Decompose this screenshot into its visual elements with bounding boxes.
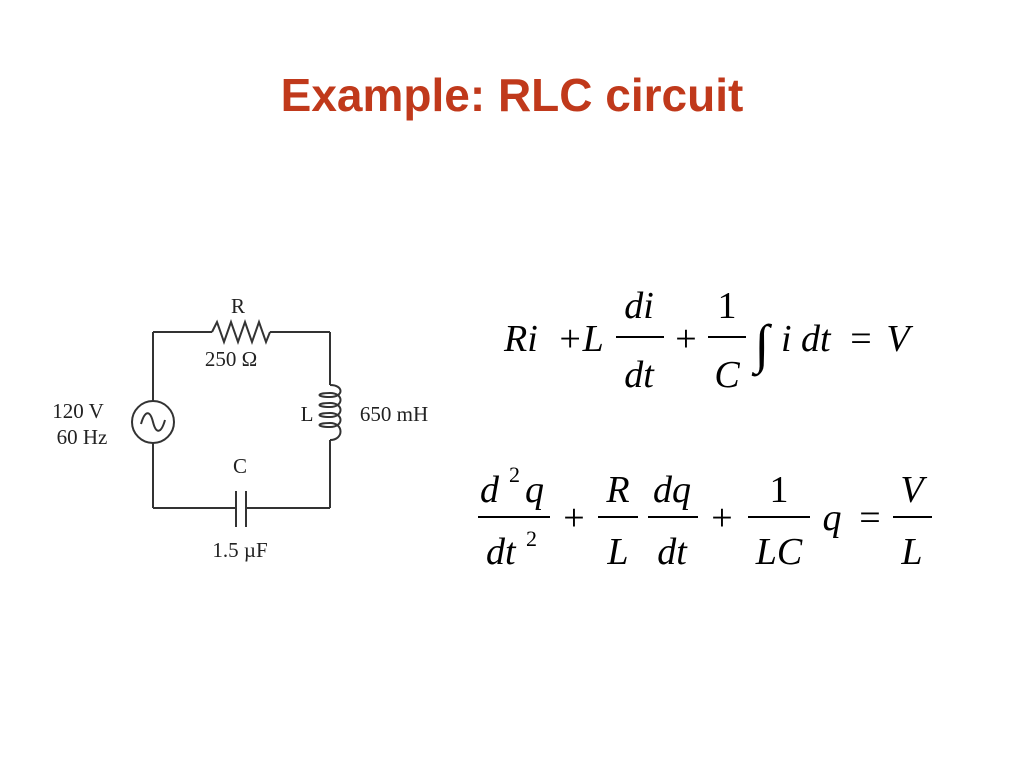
eq2-dt-exp: 2 <box>526 526 537 551</box>
eq1-equals: = <box>850 318 871 360</box>
eq2-q: q <box>525 469 544 511</box>
eq1-integral: ∫ <box>752 314 773 377</box>
resistor-name: R <box>231 294 245 318</box>
eq1-plus-l: +L <box>557 318 604 360</box>
equation-1: Ri +L di dt + 1 C ∫ i dt = V <box>503 285 913 396</box>
capacitor-symbol <box>235 491 247 527</box>
eq1-dt: dt <box>624 354 655 396</box>
eq2-v: V <box>900 469 927 511</box>
sine-wave-icon <box>140 412 166 432</box>
eq2-d: d <box>480 469 500 511</box>
eq2-dq: dq <box>653 469 691 511</box>
circuit-diagram <box>131 318 342 527</box>
eq2-equals: = <box>859 497 880 539</box>
eq2-l: L <box>606 531 628 573</box>
capacitor-value: 1.5 µF <box>212 538 267 562</box>
capacitor-name: C <box>233 454 247 478</box>
eq1-one: 1 <box>718 285 737 327</box>
eq1-i: i <box>781 318 792 360</box>
inductor-name: L <box>301 402 314 426</box>
eq1-dt-2: dt <box>801 318 832 360</box>
resistor-symbol <box>211 318 271 346</box>
eq1-plus: + <box>675 318 696 360</box>
equation-2: d 2 q dt 2 + R L dq dt + 1 LC q = V L <box>478 462 932 573</box>
eq2-plus-2: + <box>711 497 732 539</box>
slide-title: Example: RLC circuit <box>280 69 744 121</box>
eq1-di: di <box>624 285 654 327</box>
inductor-value: 650 mH <box>360 402 428 426</box>
ac-source-symbol <box>131 400 175 444</box>
eq2-lc: LC <box>755 531 803 573</box>
eq2-dt: dt <box>486 531 517 573</box>
source-voltage: 120 V <box>52 399 104 423</box>
eq2-l-2: L <box>900 531 922 573</box>
resistor-value: 250 Ω <box>205 347 257 371</box>
eq2-q-2: q <box>823 497 842 539</box>
eq1-ri: Ri <box>503 318 538 360</box>
eq2-r: R <box>605 469 629 511</box>
eq2-dt-2: dt <box>657 531 688 573</box>
eq2-one: 1 <box>770 469 789 511</box>
eq2-exp-2: 2 <box>509 462 520 487</box>
eq1-v: V <box>886 318 913 360</box>
eq2-plus-1: + <box>563 497 584 539</box>
inductor-symbol <box>318 384 342 441</box>
source-frequency: 60 Hz <box>57 425 108 449</box>
eq1-c: C <box>714 354 740 396</box>
